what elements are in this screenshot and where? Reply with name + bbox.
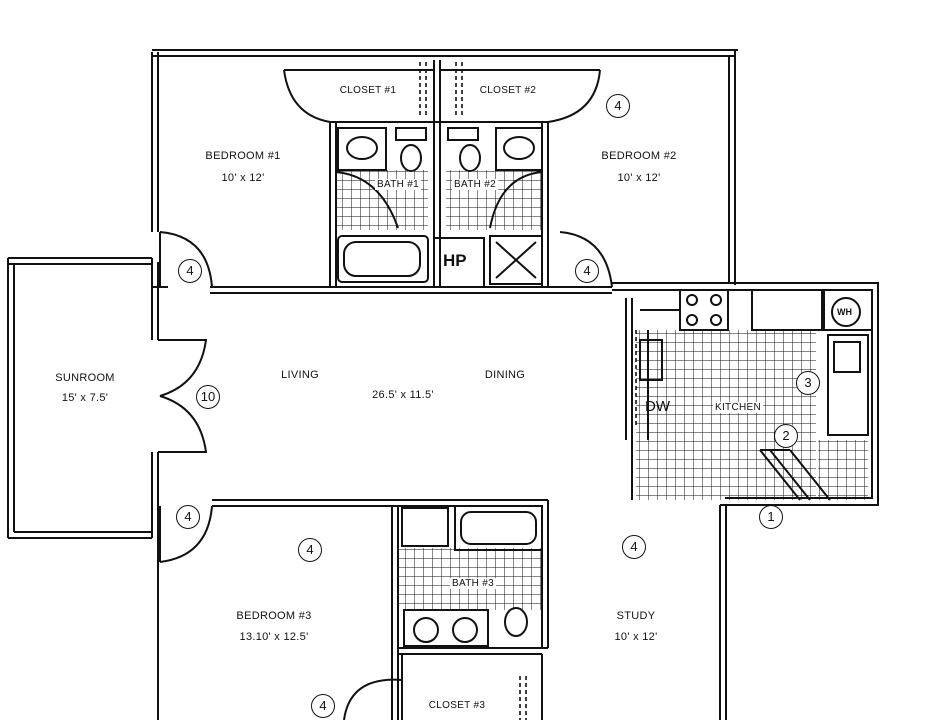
bath2-sink	[503, 136, 535, 160]
closet3-label: CLOSET #3	[428, 700, 486, 711]
bath3-vanity	[403, 609, 489, 647]
bath3-sink-a	[413, 617, 439, 643]
wall-top	[152, 49, 738, 57]
wall-upper-right	[728, 50, 736, 285]
closet2-curve	[440, 69, 601, 123]
bedroom1-size: 10' x 12'	[221, 172, 265, 184]
bath2-toilet	[459, 144, 481, 172]
kitchen-tile-floor-ext	[818, 440, 868, 500]
bath2-toilet-tank	[447, 127, 479, 141]
wall-study-right	[719, 505, 727, 720]
bath2-shower-x	[495, 241, 537, 279]
bath3-label: BATH #3	[450, 578, 496, 589]
callout-bedroom2-corner: 4	[606, 94, 630, 118]
closet3-shelf	[519, 676, 527, 720]
living-dining-size: 26.5' x 11.5'	[372, 389, 434, 401]
study-name: STUDY	[616, 610, 656, 622]
callout-bedroom3-inside: 4	[298, 538, 322, 562]
door-bed2	[559, 231, 613, 288]
door-sunroom	[158, 339, 208, 453]
callout-closet3: 4	[311, 694, 335, 718]
kitchen-fridge	[751, 289, 823, 331]
bath3-tub	[454, 505, 543, 551]
bath3-tub-inner	[460, 511, 537, 545]
dining-label: DINING	[484, 369, 526, 381]
bedroom3-size: 13.10' x 12.5'	[239, 631, 309, 643]
bath2-label: BATH #2	[452, 179, 498, 190]
bath1-label: BATH #1	[375, 179, 421, 190]
door-bath2	[489, 171, 543, 229]
water-heater-label: WH	[837, 307, 852, 317]
dishwasher-label: DW	[645, 398, 670, 415]
door-bed1	[159, 231, 213, 288]
callout-bedroom2-door: 4	[575, 259, 599, 283]
water-heater	[831, 297, 861, 327]
sunroom-name: SUNROOM	[55, 372, 115, 384]
bath1-tub	[337, 235, 429, 283]
bath2-shower	[489, 235, 543, 285]
kitchen-tile-floor	[636, 330, 816, 500]
wall-upper-left	[151, 52, 159, 232]
callout-bedroom1-door: 4	[178, 259, 202, 283]
closet1-label: CLOSET #1	[339, 85, 397, 96]
bedroom1-name: BEDROOM #1	[205, 150, 281, 162]
door-bed3	[159, 505, 213, 563]
kitchen-counter-right	[827, 334, 869, 436]
closet1-shelf	[419, 62, 427, 118]
callout-bedroom3-door: 4	[176, 505, 200, 529]
kitchen-sink-left	[639, 339, 663, 381]
bath1-sink-counter	[337, 127, 387, 171]
bedroom3-name: BEDROOM #3	[236, 610, 312, 622]
stairs-kitchen	[759, 449, 831, 501]
hp-closet	[433, 237, 485, 288]
kitchen-cooktop	[679, 289, 729, 331]
kitchen-counter-left	[640, 309, 680, 440]
closet2-label: CLOSET #2	[479, 85, 537, 96]
callout-kitchen-2: 2	[774, 424, 798, 448]
bath1-tub-inner	[343, 241, 421, 277]
wall-kitchen-left	[625, 298, 633, 500]
sunroom-size: 15' x 7.5'	[61, 392, 109, 404]
bath1-sink	[346, 136, 378, 160]
kitchen-sink	[833, 341, 861, 373]
callout-sunroom-door: 10	[196, 385, 220, 409]
wall-living-left	[151, 258, 159, 720]
bath3-storage	[401, 507, 449, 547]
wall-bath1-left	[329, 122, 337, 287]
bath1-toilet	[400, 144, 422, 172]
kitchen-label: KITCHEN	[713, 402, 763, 413]
closet1-curve	[283, 69, 434, 123]
wall-bed3-right	[391, 506, 399, 720]
water-heater-box	[823, 289, 873, 331]
study-size: 10' x 12'	[614, 631, 658, 643]
hp-label: HP	[443, 251, 467, 270]
callout-study: 4	[622, 535, 646, 559]
bath2-sink-counter	[495, 127, 543, 171]
bath3-sink-b	[452, 617, 478, 643]
bedroom2-size: 10' x 12'	[617, 172, 661, 184]
wall-bed-bottom	[210, 286, 612, 294]
callout-kitchen-1: 1	[759, 505, 783, 529]
sunroom-walls	[7, 257, 152, 539]
closet2-shelf	[455, 62, 463, 118]
door-bath1	[335, 171, 399, 229]
door-closet3	[343, 678, 403, 720]
wall-closet3	[401, 654, 543, 720]
bath1-toilet-tank	[395, 127, 427, 141]
wall-bath3-bottom	[398, 647, 548, 655]
bath3-toilet	[504, 607, 528, 637]
callout-kitchen-3: 3	[796, 371, 820, 395]
living-label: LIVING	[281, 369, 319, 381]
bedroom2-name: BEDROOM #2	[601, 150, 677, 162]
